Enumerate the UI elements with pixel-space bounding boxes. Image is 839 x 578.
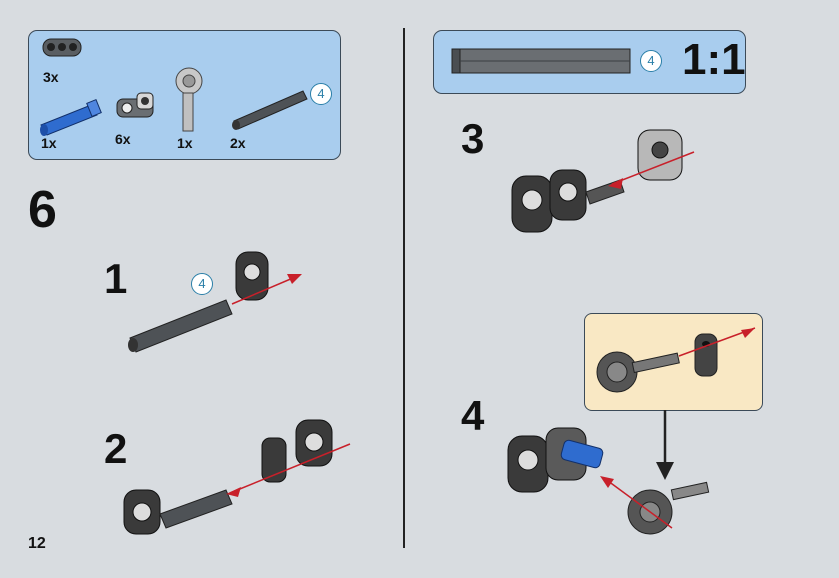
substep-4-illustration: [508, 410, 709, 534]
substep-2-illustration: [124, 420, 350, 534]
substep-1-illustration: [128, 252, 302, 352]
substep-3-illustration: [512, 130, 694, 232]
